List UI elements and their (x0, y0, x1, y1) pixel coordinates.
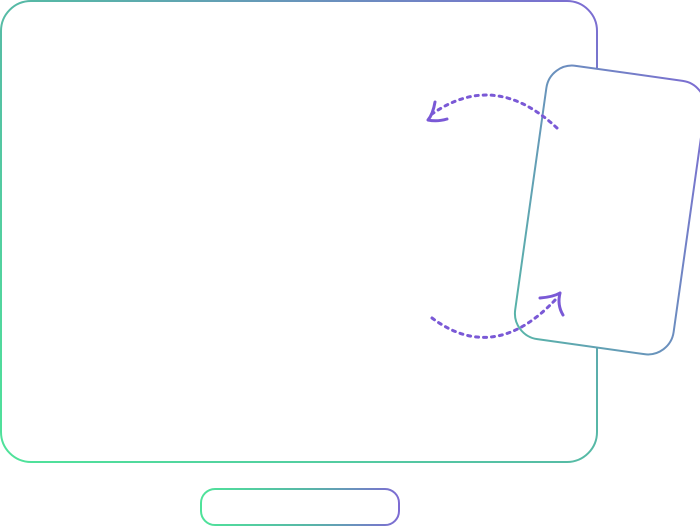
arrowhead-to-monitor (426, 100, 449, 123)
sync-arrow-to-phone (430, 296, 559, 339)
smartphone-icon (513, 64, 700, 356)
monitor-frame (0, 0, 598, 463)
desktop-monitor-icon (0, 0, 598, 526)
arrowhead-to-phone (538, 291, 565, 317)
monitor-stand-base (200, 488, 400, 526)
phone-frame (513, 64, 700, 356)
sync-arrow-to-monitor (430, 93, 559, 130)
sync-arrows-icon (426, 93, 565, 339)
